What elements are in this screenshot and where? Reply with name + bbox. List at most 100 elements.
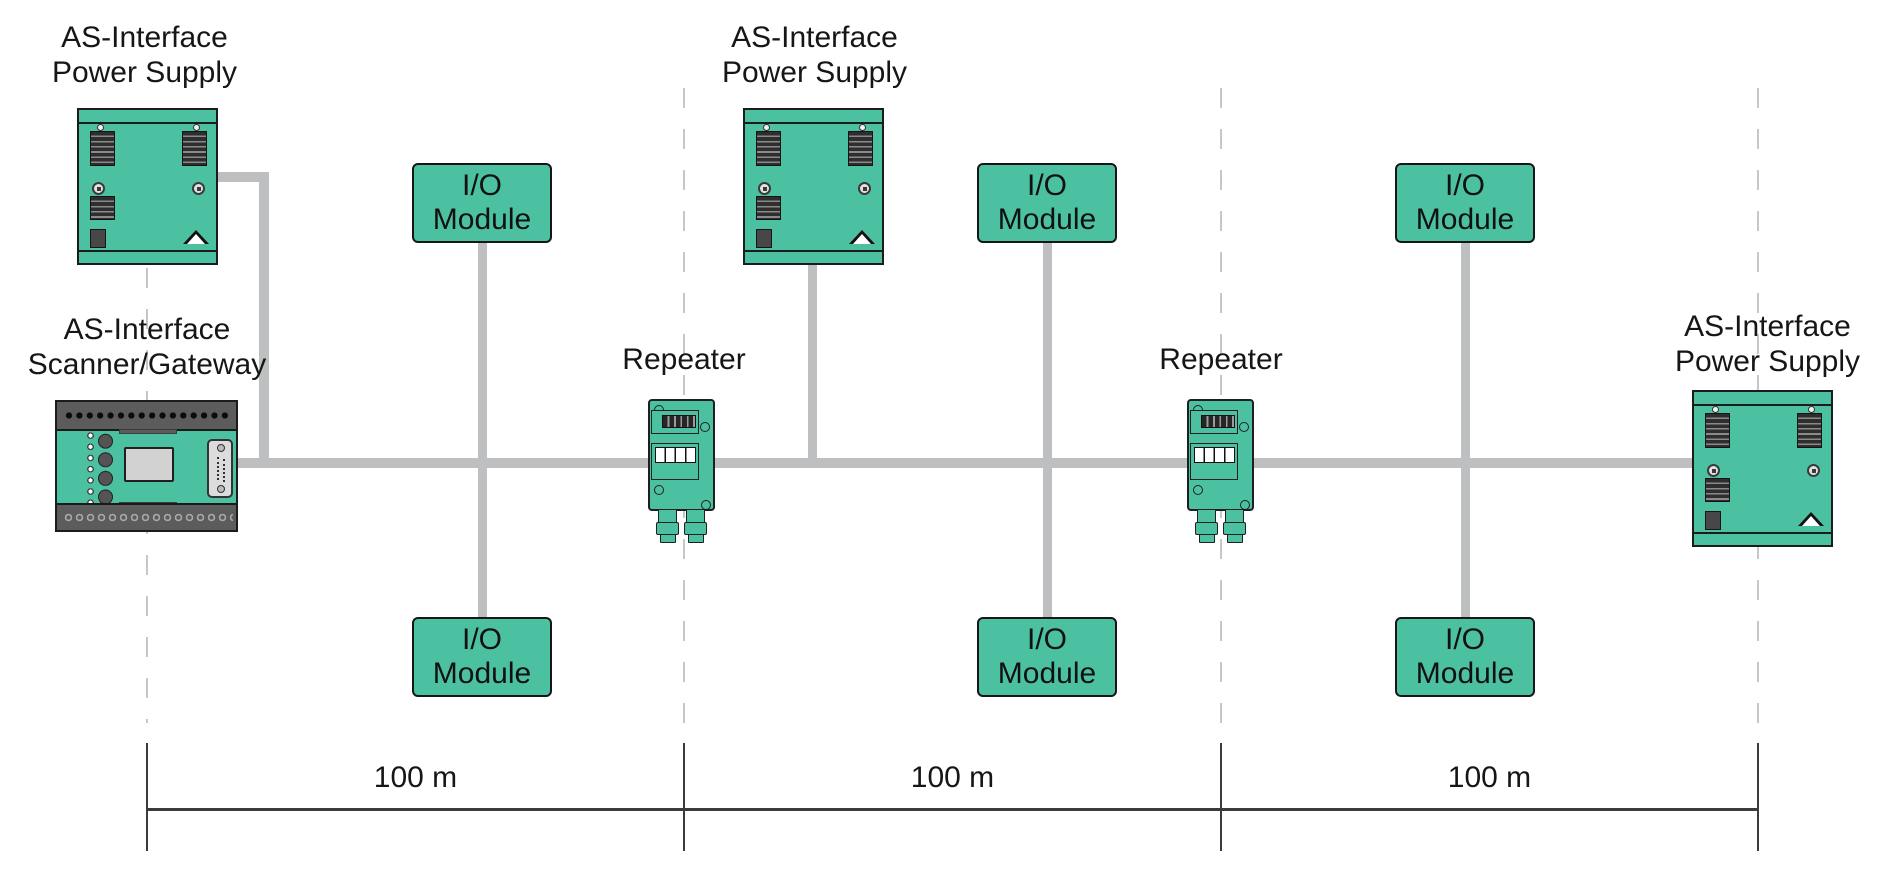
repeater-1-device [648,399,715,545]
terminal-block-icon [1797,413,1822,448]
terminal-block-icon [848,131,873,166]
mount-screw-icon [1807,464,1820,477]
terminal-block-icon [90,196,115,220]
cable-gland-icon [1223,509,1246,545]
terminal-slots-icon [1201,414,1235,428]
terminal-block-icon [756,131,781,166]
distance-label-2: 100 m [910,761,995,794]
ps2-bottom-band-line [745,250,882,252]
switch-icon [1705,511,1721,530]
mount-screw-icon [758,182,771,195]
screw-icon [1193,485,1203,495]
ps2-top-band-line [745,122,882,124]
power-supply-1-device [77,108,218,265]
repeater-terminal-strip [1190,410,1238,434]
display-screen [124,447,174,482]
terminal-block-icon [182,131,207,166]
dimension-tick-4 [1756,743,1760,851]
io-bottom-1-drop-cable [477,463,487,619]
dimension-tick-2 [682,743,686,851]
scanner-gateway-label: AS-Interface Scanner/Gateway [27,313,267,381]
repeater-2-label: Repeater [1159,343,1283,376]
power-supply-2-label: AS-Interface Power Supply [721,21,908,89]
terminal-rings-icon [63,509,233,526]
screw-icon [1808,406,1815,413]
ps3-bottom-band-line [1694,532,1831,534]
mount-screw-icon [192,182,205,195]
power-supply-1-cable-horizontal [218,172,269,182]
terminal-block-icon [90,131,115,166]
repeater-display [1190,443,1238,480]
display-cells-icon [655,447,696,463]
screw-icon [859,124,866,131]
io-top-1-drop-cable [477,240,487,462]
dimension-tick-3 [1219,743,1223,851]
connector-screw-icon [216,485,225,493]
mount-screw-icon [858,182,871,195]
connector-pins-icon [217,457,219,480]
repeater-display [651,443,699,480]
terminal-block-icon [1705,478,1730,502]
cable-gland-icon [1195,509,1218,545]
repeater-1-label: Repeater [622,343,746,376]
terminal-strip-bottom [57,503,236,530]
distance-label-3: 100 m [1447,761,1532,794]
switch-icon [756,229,772,248]
power-supply-2-drop-cable [808,260,817,463]
io-module-bottom-2: I/O Module [977,617,1117,697]
ps1-top-band-line [79,122,216,124]
cable-gland-icon [656,509,679,545]
screw-icon [1239,422,1249,432]
terminal-strip-top [57,402,236,431]
io-top-2-drop-cable [1042,240,1052,462]
io-bottom-2-drop-cable [1042,463,1052,619]
dimension-tick-1 [145,743,149,851]
housing-tab [119,429,177,434]
cable-gland-icon [684,509,707,545]
scanner-gateway-device [55,400,238,532]
screw-icon [654,485,664,495]
screw-icon [1712,406,1719,413]
io-bottom-3-drop-cable [1460,463,1470,619]
connector-screw-icon [216,444,225,452]
repeater-2-device [1187,399,1254,545]
io-module-bottom-1: I/O Module [412,617,552,697]
dimension-line [147,808,1758,811]
connector-pins-icon [223,459,225,482]
repeater-body [1187,399,1254,511]
terminal-dots-icon [64,407,230,424]
led-big-column-icon [97,432,114,508]
mount-screw-icon [1707,464,1720,477]
db9-serial-connector-icon [207,439,233,498]
screw-icon [701,500,711,510]
terminal-block-icon [756,196,781,220]
distance-label-1: 100 m [373,761,458,794]
main-bus-cable [238,458,1692,468]
power-supply-3-device [1692,390,1833,547]
io-top-3-drop-cable [1460,240,1470,462]
terminal-slots-icon [662,414,696,428]
display-cells-icon [1194,447,1235,463]
power-supply-1-label: AS-Interface Power Supply [51,21,238,89]
screw-icon [763,124,770,131]
ps3-top-band-line [1694,404,1831,406]
triangle-marker-icon [183,230,209,244]
screw-icon [700,422,710,432]
terminal-block-icon [1705,413,1730,448]
repeater-body [648,399,715,511]
screw-icon [1240,500,1250,510]
mount-screw-icon [92,182,105,195]
triangle-marker-icon [1798,512,1824,526]
screw-icon [193,124,200,131]
io-module-bottom-3: I/O Module [1395,617,1535,697]
power-supply-2-device [743,108,884,265]
io-module-top-3: I/O Module [1395,163,1535,243]
io-module-top-2: I/O Module [977,163,1117,243]
repeater-terminal-strip [651,410,699,434]
led-small-column-icon [86,430,95,509]
ps1-bottom-band-line [79,250,216,252]
io-module-top-1: I/O Module [412,163,552,243]
triangle-marker-icon [849,230,875,244]
power-supply-3-label: AS-Interface Power Supply [1674,310,1861,378]
